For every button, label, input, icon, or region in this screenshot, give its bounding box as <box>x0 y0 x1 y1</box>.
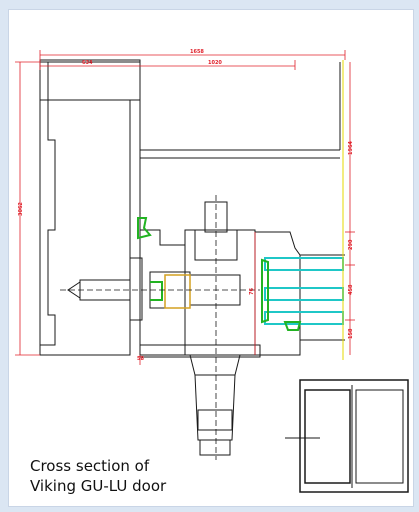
top-block <box>39 61 141 101</box>
caption-line-2: Viking GU-LU door <box>30 477 167 495</box>
dim-base-mark: 58 <box>137 356 144 362</box>
lock-cylinder <box>164 274 191 309</box>
glazing-top <box>264 257 344 271</box>
dim-glass-top: 290 <box>348 239 354 250</box>
dim-center-mark: 76 <box>249 288 255 295</box>
dim-glass-bottom: 158 <box>348 328 354 339</box>
frame-left-profile <box>39 61 56 346</box>
dim-right-width: 1020 <box>208 60 222 66</box>
inset-door-frame <box>299 379 409 493</box>
glazing-mid <box>264 287 344 301</box>
threshold <box>139 344 261 358</box>
dim-right-height: 1964 <box>348 141 354 155</box>
glazing-bottom <box>264 311 344 325</box>
dim-overall-width: 1658 <box>190 49 204 55</box>
handle-tip <box>67 281 81 299</box>
inset-right-panel <box>355 389 404 484</box>
caption-line-1: Cross section of <box>30 457 150 475</box>
dim-total-height: 3062 <box>18 202 24 216</box>
handle-rose <box>129 257 143 321</box>
gasket-lower <box>283 321 302 331</box>
gasket-top <box>137 217 152 240</box>
gasket-right <box>261 258 269 324</box>
drawing-panel <box>9 10 413 506</box>
figure-caption: Cross section of Viking GU-LU door <box>30 456 230 496</box>
dim-left-width: 634 <box>82 60 93 66</box>
lower-handle <box>189 354 241 376</box>
inset-left-panel <box>304 389 351 484</box>
dim-glass-mid: 458 <box>348 284 354 295</box>
